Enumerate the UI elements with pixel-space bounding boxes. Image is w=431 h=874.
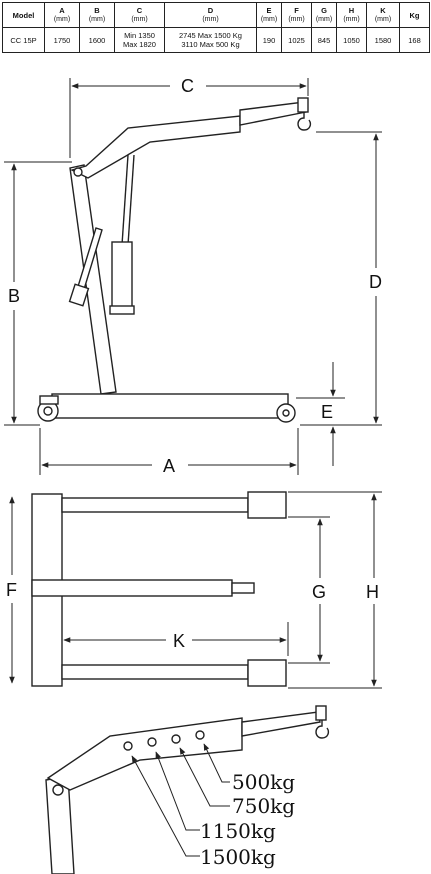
centre-beam-end xyxy=(231,582,255,594)
top-leg xyxy=(61,497,249,513)
boom-detail xyxy=(45,705,330,874)
dim-label-k: K xyxy=(173,631,185,651)
boom-hole-1500 xyxy=(123,741,133,751)
top-dimensions xyxy=(9,491,382,689)
dim-label-e: E xyxy=(321,402,333,422)
cell-k: 1580 xyxy=(366,27,400,53)
boom-label-500kg: 500kg xyxy=(232,770,295,794)
cell-kg: 168 xyxy=(399,27,430,53)
base-leg xyxy=(51,393,289,419)
boom-label-1150kg: 1150kg xyxy=(200,819,276,843)
side-dimensions xyxy=(4,78,382,475)
spec-table: Model A(mm) B(mm) C(mm) D(mm) E(mm) F(mm… xyxy=(2,2,430,54)
boom-hole-750 xyxy=(171,734,181,744)
dim-label-b: B xyxy=(8,286,20,306)
header-h: H(mm) xyxy=(336,2,367,28)
boom-hole-1150 xyxy=(147,737,157,747)
cell-e: 190 xyxy=(256,27,282,53)
lifting-hook xyxy=(297,112,312,131)
boom-extension xyxy=(239,101,307,126)
cell-h: 1050 xyxy=(336,27,367,53)
dim-label-h: H xyxy=(366,582,379,602)
header-k: K(mm) xyxy=(366,2,400,28)
hydraulic-ram-cylinder xyxy=(111,241,133,313)
boom-label-750kg: 750kg xyxy=(232,794,295,818)
header-model: Model xyxy=(2,2,45,28)
crane-mast xyxy=(69,164,117,395)
top-view xyxy=(31,491,287,687)
header-d: D(mm) xyxy=(164,2,257,28)
table-header-row: Model A(mm) B(mm) C(mm) D(mm) E(mm) F(mm… xyxy=(2,2,430,28)
cell-model: CC 15P xyxy=(2,27,45,53)
centre-beam xyxy=(31,579,233,597)
bottom-leg-wheel-housing xyxy=(247,659,287,687)
header-c: C(mm) xyxy=(114,2,165,28)
dim-label-a: A xyxy=(163,456,175,476)
header-g: G(mm) xyxy=(311,2,337,28)
dim-label-d: D xyxy=(369,272,382,292)
side-view xyxy=(37,97,312,423)
top-leg-wheel-housing xyxy=(247,491,287,519)
bottom-leg xyxy=(61,664,249,680)
crane-boom xyxy=(70,115,241,179)
boom-hole-500 xyxy=(195,730,205,740)
detail-boom-extension xyxy=(241,711,321,737)
header-e: E(mm) xyxy=(256,2,282,28)
dim-label-g: G xyxy=(312,582,326,602)
dim-label-c: C xyxy=(181,76,194,96)
boom-leaders xyxy=(131,743,230,857)
detail-hook xyxy=(315,720,330,739)
dim-label-f: F xyxy=(6,580,17,600)
boom-label-1500kg: 1500kg xyxy=(200,845,276,869)
hydraulic-ram-rod xyxy=(121,154,129,246)
detail-boom xyxy=(46,717,243,791)
